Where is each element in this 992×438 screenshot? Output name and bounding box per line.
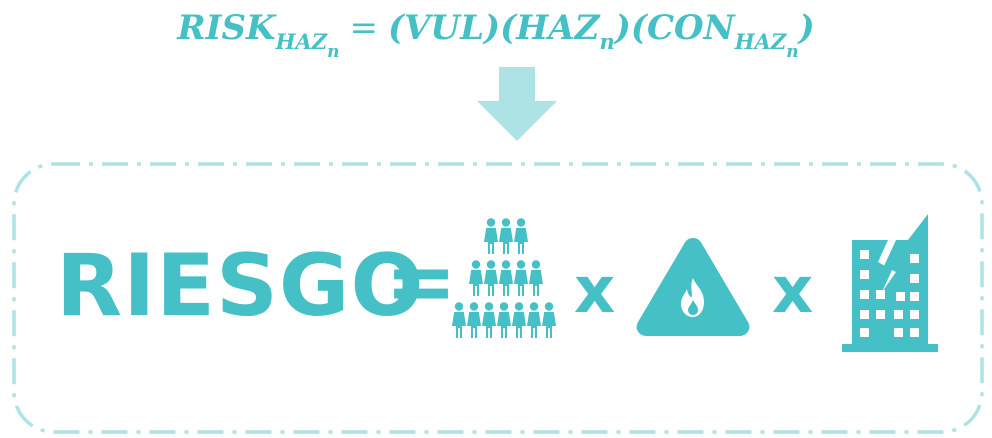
con-subscript: HAZn: [734, 29, 799, 62]
risk-formula: RISKHAZn=(VUL)(HAZn)(CONHAZn): [177, 8, 815, 62]
haz-subscript: n: [599, 29, 615, 54]
con-term: (CON: [630, 8, 735, 48]
haz-term: (HAZ: [500, 8, 600, 48]
risk-subscript: HAZn: [275, 29, 340, 62]
riesgo-label: RIESGO: [56, 236, 425, 336]
risk-term: RISK: [177, 8, 276, 48]
fire-warning-triangle-icon: [636, 238, 750, 336]
down-arrow-icon: [477, 67, 557, 141]
equals-sign: =: [385, 232, 458, 332]
vul-term: (VUL): [387, 8, 501, 48]
damaged-building-icon: [842, 214, 938, 352]
multiply-sign-2: x: [772, 254, 814, 328]
people-pyramid-icon: [452, 218, 556, 338]
multiply-sign-1: x: [574, 254, 616, 328]
equation-frame: [12, 162, 984, 434]
formula-equals: =: [349, 8, 378, 48]
